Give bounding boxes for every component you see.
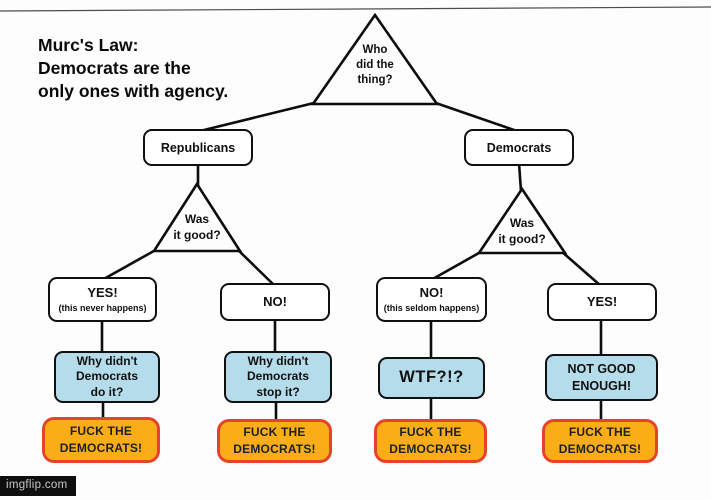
reaction-box-4: NOT GOOD ENOUGH!	[545, 354, 658, 401]
right-question-label: Was it good?	[498, 216, 546, 246]
connector-lines	[100, 99, 603, 422]
root-question-label: Who did the thing?	[356, 44, 394, 86]
reaction-2-text: Why didn't Democrats stop it?	[246, 353, 310, 399]
reaction-4-text: NOT GOOD ENOUGH!	[567, 362, 636, 393]
conclusion-box-2: FUCK THE DEMOCRATS!	[217, 419, 332, 463]
outcome-yes-never-box: YES! (this never happens)	[48, 277, 157, 322]
watermark: imgflip.com	[0, 476, 77, 496]
democrats-label: Democrats	[486, 140, 552, 155]
democrats-box: Democrats	[464, 129, 574, 166]
outcome-3-answer: NO!	[419, 285, 444, 301]
reaction-box-2: Why didn't Democrats stop it?	[224, 351, 332, 403]
outcome-2-answer: NO!	[263, 293, 287, 309]
outcome-1-note: (this never happens)	[58, 302, 147, 313]
outcome-1-answer: YES!	[87, 285, 118, 301]
outcome-yes-box: YES!	[547, 283, 657, 321]
conclusion-1-text: FUCK THE DEMOCRATS!	[59, 423, 143, 455]
left-question-triangle-shape	[151, 181, 243, 253]
conclusion-box-3: FUCK THE DEMOCRATS!	[374, 419, 487, 463]
reaction-box-1: Why didn't Democrats do it?	[54, 351, 160, 403]
outcome-3-note: (this seldom happens)	[383, 302, 480, 313]
conclusion-2-text: FUCK THE DEMOCRATS!	[233, 424, 316, 456]
reaction-box-3: WTF?!?	[378, 357, 485, 399]
top-artifact-line	[0, 6, 711, 12]
reaction-3-text: WTF?!?	[399, 368, 464, 387]
conclusion-box-4: FUCK THE DEMOCRATS!	[542, 419, 658, 463]
republicans-box: Republicans	[143, 129, 253, 166]
root-triangle-shape	[310, 12, 440, 106]
meme-title: Murc's Law: Democrats are the only ones …	[38, 35, 229, 101]
outcome-no-box: NO!	[220, 283, 330, 321]
republicans-label: Republicans	[160, 140, 236, 155]
outcome-no-seldom-box: NO! (this seldom happens)	[376, 277, 487, 322]
left-question-label: Was it good?	[173, 212, 221, 242]
conclusion-3-text: FUCK THE DEMOCRATS!	[389, 424, 472, 456]
conclusion-box-1: FUCK THE DEMOCRATS!	[42, 417, 160, 463]
conclusion-4-text: FUCK THE DEMOCRATS!	[558, 424, 642, 456]
outcome-4-answer: YES!	[586, 293, 618, 309]
right-question-triangle-shape	[476, 186, 568, 255]
reaction-1-text: Why didn't Democrats do it?	[75, 353, 139, 399]
